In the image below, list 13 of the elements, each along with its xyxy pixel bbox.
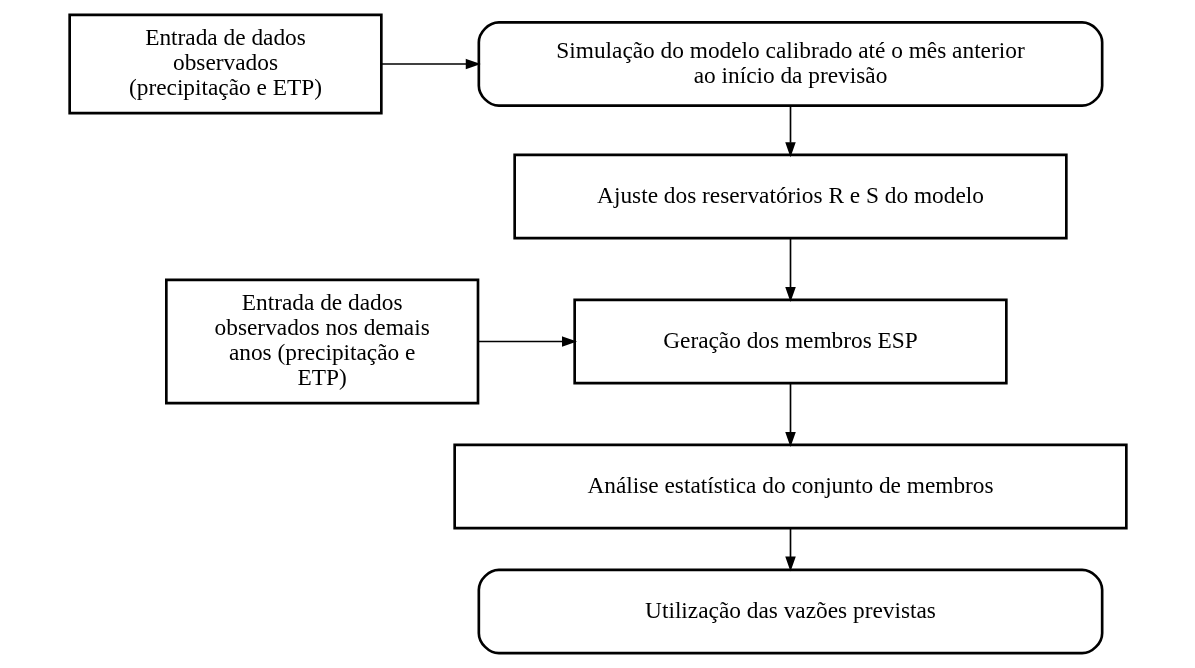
node-box: Entrada de dados observados (precipitação e ETP) [67, 13, 383, 115]
node-box: Geração dos membros ESP [572, 298, 1008, 385]
arrow [784, 105, 796, 158]
arrow [380, 58, 481, 70]
node-box: Análise estatística do conjunto de membros [452, 443, 1128, 530]
node-box: Ajuste dos reservatórios R e S do modelo [512, 153, 1068, 240]
node-box: Simulação do modelo calibrado até o mês anterior ao início da previsão [477, 21, 1103, 107]
arrow [784, 237, 796, 303]
arrow [784, 527, 796, 572]
node-box: Entrada de dados observados nos demais anos (precipitação e ETP) [164, 278, 479, 405]
arrow [784, 382, 796, 448]
node-box: Utilização das vazões previstas [477, 568, 1103, 655]
arrow [476, 336, 577, 347]
